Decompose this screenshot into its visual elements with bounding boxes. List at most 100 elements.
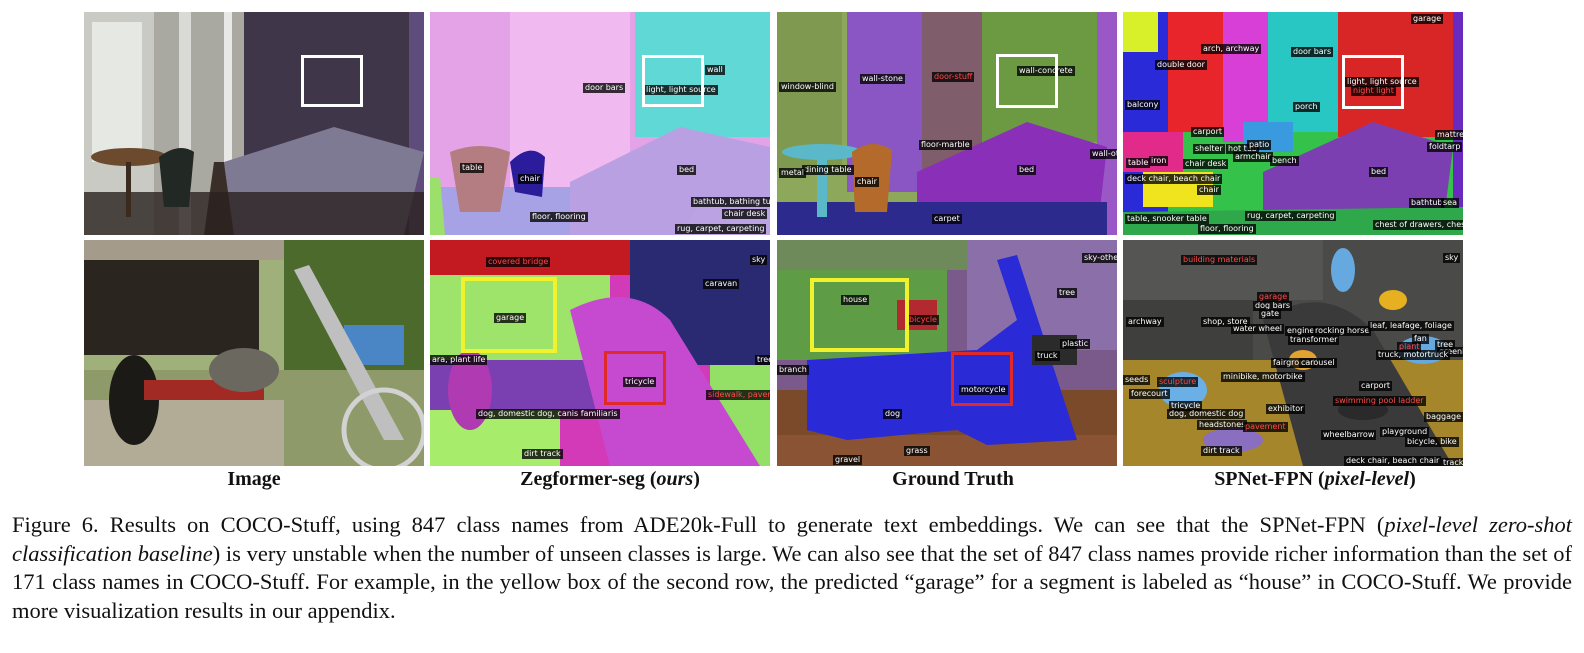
spnet-fpn-motorcycle: building materials sky garage dog bars g… bbox=[1123, 240, 1463, 466]
seg-label: chair bbox=[1197, 185, 1221, 195]
seg-label: sculpture bbox=[1157, 377, 1199, 387]
seg-label: wall-other bbox=[1090, 149, 1117, 159]
ground-truth-bedroom: window-blind wall-stone door-stuff wall-… bbox=[777, 12, 1117, 235]
seg-label: dog bars bbox=[1253, 301, 1293, 311]
seg-label: floor-marble bbox=[919, 140, 972, 150]
seg-label: table, snooker table bbox=[1125, 214, 1209, 224]
seg-label: plastic bbox=[1060, 339, 1091, 349]
seg-label: swimming pool ladder bbox=[1333, 396, 1426, 406]
seg-label: leaf, leafage, foliage bbox=[1368, 321, 1454, 331]
seg-label: truck bbox=[1035, 351, 1060, 361]
seg-label: shelter bbox=[1193, 144, 1225, 154]
seg-label: table bbox=[460, 163, 485, 173]
seg-label: building materials bbox=[1181, 255, 1258, 265]
seg-label: garage bbox=[494, 313, 527, 323]
seg-label: chair desk bbox=[1183, 159, 1229, 169]
seg-label: tricycle bbox=[1169, 401, 1203, 411]
seg-label: tree bbox=[1057, 288, 1078, 298]
seg-label: pavement bbox=[1243, 422, 1288, 432]
seg-label: patio bbox=[1247, 140, 1272, 150]
highlight-box-white bbox=[642, 55, 704, 107]
seg-label: fairground bbox=[1271, 358, 1317, 368]
seg-label: tree bbox=[755, 355, 770, 365]
seg-label: dirt track bbox=[522, 449, 563, 459]
seg-label: carpet bbox=[932, 214, 962, 224]
seg-label: rug, carpet, carpeting bbox=[1245, 211, 1337, 221]
seg-label: shop, store bbox=[1201, 317, 1250, 327]
seg-label: porch bbox=[1293, 102, 1320, 112]
seg-label: wall-stone bbox=[860, 74, 905, 84]
column-title-image: Image bbox=[227, 468, 281, 490]
seg-label: chair bbox=[855, 177, 879, 187]
seg-label: archway bbox=[1126, 317, 1164, 327]
seg-label: door bars bbox=[1291, 47, 1334, 57]
seg-label: bed bbox=[677, 165, 697, 175]
seg-label: sea bbox=[1441, 198, 1459, 208]
seg-label: caravan bbox=[703, 279, 740, 289]
seg-label: water wheel bbox=[1231, 324, 1285, 334]
seg-label: rocking horse bbox=[1313, 326, 1372, 336]
seg-label: dog bbox=[883, 409, 903, 419]
seg-label: dog, domestic dog, canis familiaris bbox=[476, 409, 620, 419]
seg-label: double door bbox=[1155, 60, 1207, 70]
seg-label: carousel bbox=[1299, 358, 1337, 368]
highlight-box-yellow bbox=[461, 277, 557, 353]
highlight-box-white bbox=[1342, 55, 1404, 109]
seg-label: baggage bbox=[1424, 412, 1463, 422]
seg-label: exhibitor bbox=[1266, 404, 1306, 414]
seg-label: sky bbox=[750, 255, 768, 265]
seg-label: table bbox=[1126, 158, 1151, 168]
highlight-box-white bbox=[996, 54, 1058, 108]
image-motorcycle bbox=[84, 240, 424, 466]
seg-label: bicycle, bike bbox=[1405, 437, 1459, 447]
seg-label: dirt track bbox=[1201, 446, 1242, 456]
seg-label: tree bbox=[1435, 340, 1456, 350]
seg-label: wall bbox=[705, 65, 725, 75]
seg-label: covered bridge bbox=[486, 257, 551, 267]
seg-label: light, light source bbox=[644, 85, 718, 95]
seg-label: sidewalk, pavement bbox=[706, 390, 770, 400]
seg-label: door-stuff bbox=[932, 72, 975, 82]
seg-label: carport bbox=[1191, 127, 1224, 137]
seg-label: grass bbox=[904, 446, 930, 456]
seg-label: plant bbox=[1397, 342, 1422, 352]
seg-label: sky-other bbox=[1082, 253, 1117, 263]
seg-label: bed bbox=[1369, 167, 1389, 177]
seg-label: light, light source bbox=[1345, 77, 1419, 87]
seg-label: wheelbarrow bbox=[1321, 430, 1377, 440]
seg-label: gate bbox=[1259, 309, 1282, 319]
seg-label: bicycle bbox=[907, 315, 939, 325]
seg-label: dog, domestic dog bbox=[1167, 409, 1246, 419]
seg-label: fan bbox=[1412, 334, 1429, 344]
spnet-fpn-bedroom: garage arch, archway double door door ba… bbox=[1123, 12, 1463, 235]
seg-label: carport bbox=[1359, 381, 1392, 391]
seg-label: garage bbox=[1257, 292, 1290, 302]
seg-label: window-blind bbox=[779, 82, 836, 92]
seg-label: chair bbox=[518, 174, 542, 184]
seg-label: wall-concrete bbox=[1017, 66, 1075, 76]
column-title-zegformer: Zegformer-seg (ours) bbox=[520, 468, 700, 490]
seg-label: engine bbox=[1285, 326, 1317, 336]
seg-label: balcony bbox=[1125, 100, 1161, 110]
seg-label: bathtub, bathing tub bbox=[691, 197, 770, 207]
seg-label: playground bbox=[1380, 427, 1430, 437]
seg-label: dining table bbox=[802, 165, 854, 175]
seg-label: chair desk bbox=[722, 209, 768, 219]
seg-label: forecourt bbox=[1129, 389, 1170, 399]
highlight-box-white bbox=[301, 55, 363, 107]
seg-label: iron bbox=[1149, 156, 1169, 166]
seg-label: door bars bbox=[583, 83, 626, 93]
seg-label: bed bbox=[1017, 165, 1037, 175]
seg-label: metal bbox=[779, 168, 806, 178]
seg-label: bathtub bbox=[1409, 198, 1445, 208]
seg-label: deck chair, beach chair bbox=[1344, 456, 1442, 466]
seg-label: arch, archway bbox=[1201, 44, 1262, 54]
seg-label: house bbox=[841, 295, 870, 305]
highlight-box-red bbox=[951, 352, 1013, 406]
seg-label: armchair bbox=[1233, 152, 1273, 162]
seg-label: sky bbox=[1443, 253, 1461, 263]
highlight-box-red bbox=[604, 351, 666, 405]
seg-label: foldtarp bbox=[1427, 142, 1463, 152]
seg-label: gravel bbox=[833, 455, 863, 465]
seg-label: seeds bbox=[1123, 375, 1151, 385]
